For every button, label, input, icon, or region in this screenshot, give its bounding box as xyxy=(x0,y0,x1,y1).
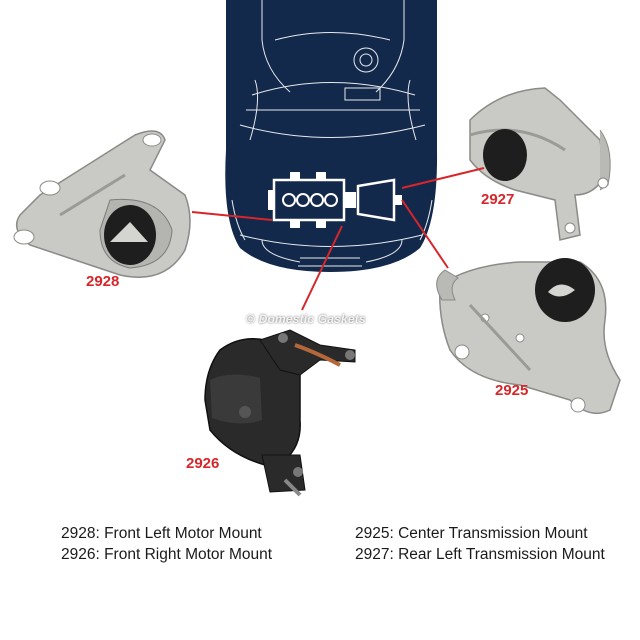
callout-line-2928 xyxy=(191,211,273,221)
mount-2925-image xyxy=(436,258,621,415)
engine-schematic-icon xyxy=(268,172,402,228)
mount-2927-image xyxy=(469,87,611,241)
callout-line-2927 xyxy=(401,167,485,189)
car-top-view xyxy=(225,0,438,272)
callout-lines xyxy=(191,167,485,311)
mount-2926-image xyxy=(204,329,356,497)
callout-line-2925 xyxy=(401,199,449,269)
part-number-2927: 2927 xyxy=(481,191,515,208)
legend-item: 2928: Front Left Motor Mount xyxy=(61,525,262,542)
part-number-2925: 2925 xyxy=(495,382,529,399)
callout-line-2926 xyxy=(301,225,343,311)
legend-left: 2928: Front Left Motor Mount 2926: Front… xyxy=(61,523,272,565)
watermark: © Domestic Gaskets xyxy=(246,312,366,326)
part-number-2928: 2928 xyxy=(86,273,120,290)
legend-item: 2926: Front Right Motor Mount xyxy=(61,546,273,563)
legend-item: 2927: Rear Left Transmission Mount xyxy=(355,546,605,563)
legend-right: 2925: Center Transmission Mount 2927: Re… xyxy=(355,523,605,565)
part-number-2926: 2926 xyxy=(186,455,220,472)
legend-item: 2925: Center Transmission Mount xyxy=(355,525,588,542)
mount-2928-image xyxy=(13,130,191,278)
